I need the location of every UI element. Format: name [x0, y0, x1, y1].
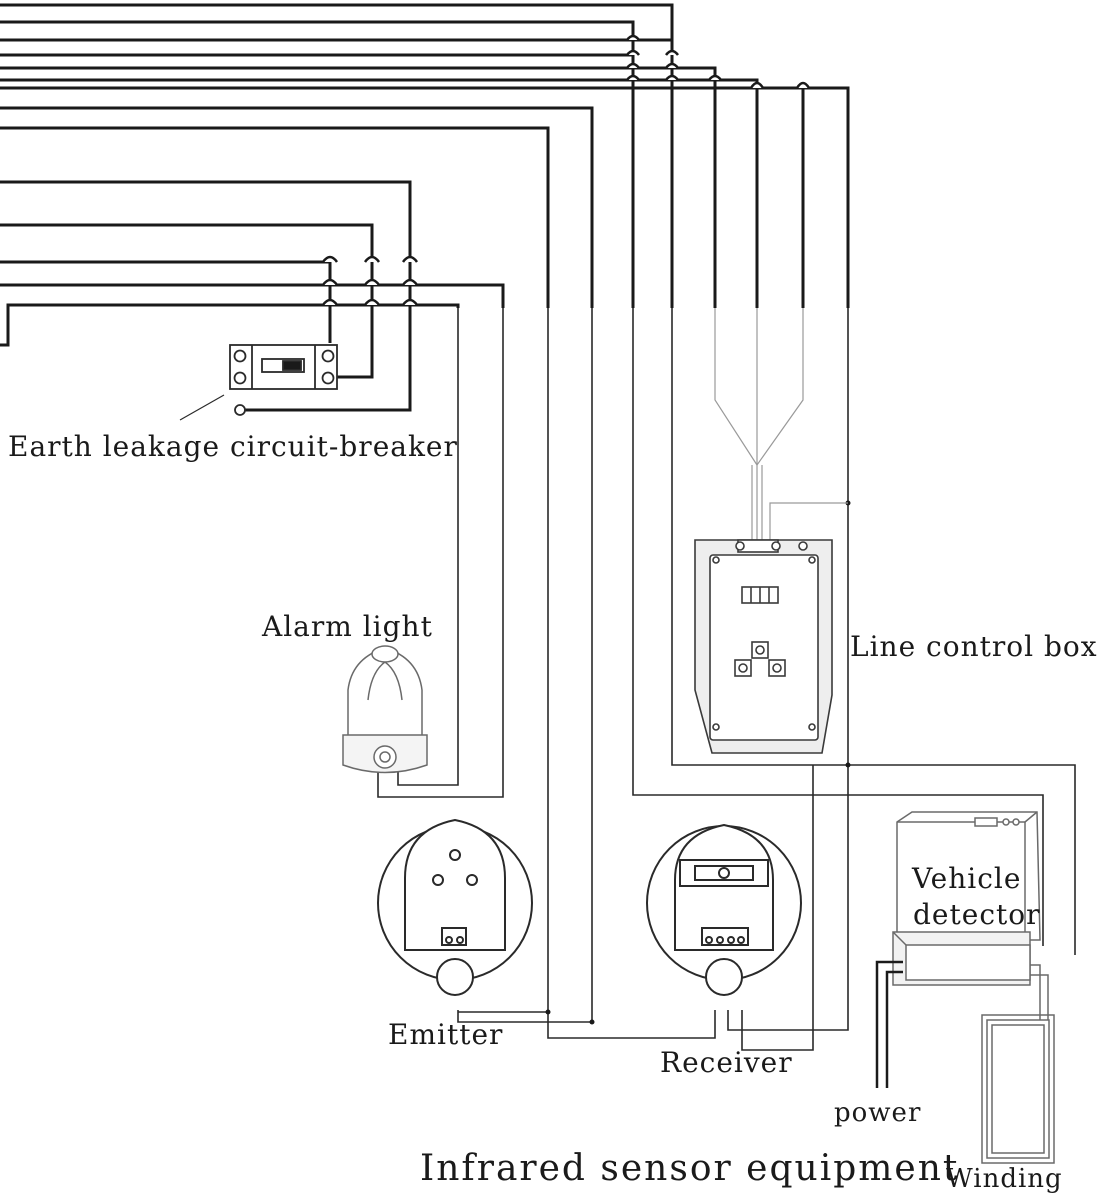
- junction-dots: [545, 500, 851, 1025]
- breaker-device: [179, 344, 338, 421]
- main-wire-bus: [0, 3, 850, 412]
- power-leads: [875, 960, 903, 1088]
- line-control-box-device: [694, 539, 833, 754]
- power-label: power: [834, 1098, 922, 1128]
- vehicle-detector-device: [892, 811, 1041, 986]
- infrared-sensor-label: Infrared sensor equipment: [420, 1148, 960, 1189]
- receiver-device: [646, 823, 802, 996]
- winding-coil: [981, 964, 1055, 1164]
- vehicle-detector-label-line1: Vehicle: [912, 862, 1022, 895]
- vehicle-detector-label-line2: detector: [913, 898, 1041, 931]
- line-control-box-label: Line control box: [850, 630, 1098, 663]
- breaker-label: Earth leakage circuit-breaker: [8, 430, 458, 463]
- emitter-device: [377, 818, 533, 996]
- receiver-label: Receiver: [660, 1046, 793, 1079]
- wire-crossovers: [321, 34, 811, 306]
- alarm-light-device: [342, 645, 428, 774]
- emitter-label: Emitter: [388, 1018, 504, 1051]
- winding-label: Winding: [946, 1164, 1063, 1194]
- lower-wiring: [377, 308, 1076, 1051]
- alarm-light-label: Alarm light: [262, 610, 433, 643]
